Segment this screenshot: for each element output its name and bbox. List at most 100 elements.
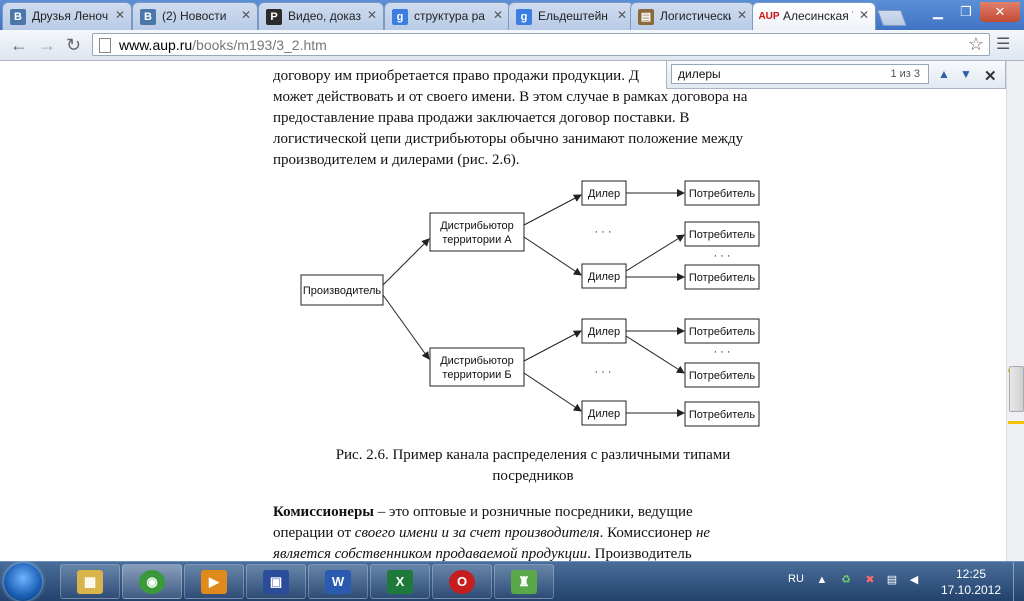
svg-text:Потребитель: Потребитель [689, 229, 755, 241]
floppy-disk-icon: ▣ [263, 570, 289, 594]
dealer-node-4: Дилер [581, 400, 627, 426]
google-icon: g [392, 9, 408, 25]
close-tab-icon[interactable]: ✕ [114, 8, 125, 22]
tab-2[interactable]: P Видео, доказ ✕ [258, 2, 384, 30]
new-tab-button[interactable] [877, 10, 907, 26]
close-tab-icon[interactable]: ✕ [240, 8, 251, 22]
article-paragraph-line: является собственником продаваемой проду… [273, 546, 692, 561]
distributor-a-node: Дистрибьютор территории А [429, 212, 525, 252]
bookmark-star-icon[interactable]: ☆ [967, 34, 984, 54]
article-line: договору им приобретается право продажи … [273, 68, 639, 84]
taskbar-app-media-player[interactable]: ▶ [184, 564, 244, 599]
tab-title: Видео, доказ [288, 9, 361, 23]
diagram-arrows [382, 189, 685, 417]
aup-logo-icon: AUP [758, 11, 780, 22]
book-icon: ▤ [638, 9, 654, 25]
svg-text:Дистрибьютор: Дистрибьютор [440, 355, 514, 367]
maximize-icon[interactable]: ❐ [960, 4, 972, 19]
excel-icon: X [387, 570, 413, 594]
url-text: www.aup.ru/books/m193/3_2.htm [119, 37, 327, 53]
consumer-node-2: Потребитель [684, 221, 760, 247]
svg-text:Потребитель: Потребитель [689, 409, 755, 421]
svg-text:территории А: территории А [442, 234, 512, 246]
clock-date: 17.10.2012 [940, 583, 1002, 597]
minimize-icon[interactable]: ▁ [933, 4, 943, 19]
taskbar-app-chrome[interactable]: ◉ [122, 564, 182, 599]
svg-text:Потребитель: Потребитель [689, 272, 755, 284]
article-line-clipped: — — — — — — — — — — — — — — — — — — — — … [273, 61, 793, 71]
tab-4[interactable]: g Ельдештейн Ю ✕ [508, 2, 634, 30]
ellipsis-dots: · · · [594, 366, 611, 378]
vk-icon: В [140, 9, 156, 25]
network-warning-icon[interactable]: ✖ [865, 574, 875, 586]
find-close-icon[interactable]: ✕ [984, 68, 997, 85]
consumer-node-6: Потребитель [684, 401, 760, 427]
close-tab-icon[interactable]: ✕ [858, 8, 869, 22]
vk-icon: В [10, 9, 26, 25]
clock[interactable]: 12:25 17.10.2012 [936, 566, 1006, 598]
forward-arrow-icon[interactable]: → [38, 35, 56, 55]
gadget-icon: ♜ [511, 570, 537, 594]
taskbar: ▦ ◉ ▶ ▣ W X O ♜ RU ▲ ♻ ✖ ▤ ◀ 12:25 17.10… [0, 561, 1024, 601]
distributor-b-node: Дистрибьютор территории Б [429, 347, 525, 387]
taskbar-app-explorer[interactable]: ▦ [60, 564, 120, 599]
svg-text:Дилер: Дилер [588, 408, 620, 420]
close-tab-icon[interactable]: ✕ [366, 8, 377, 22]
tab-5[interactable]: ▤ Логистически ✕ [630, 2, 754, 30]
show-hidden-icons-icon[interactable]: ▲ [816, 574, 828, 586]
taskbar-app-word[interactable]: W [308, 564, 368, 599]
reload-icon[interactable]: ↻ [66, 35, 82, 55]
svg-text:Производитель: Производитель [303, 285, 382, 297]
tab-title: Алесинская Т [783, 9, 853, 23]
tab-title: (2) Новости [162, 9, 227, 23]
consumer-node-1: Потребитель [684, 180, 760, 206]
tab-0[interactable]: В Друзья Леноч ✕ [2, 2, 132, 30]
folder-icon: ▦ [77, 570, 103, 594]
article-line: производителем и дилерами (рис. 2.6). [273, 152, 520, 168]
figure-caption: Рис. 2.6. Пример канала распределения с … [335, 447, 731, 463]
find-bar: дилеры 1 из 3 ▲ ▼ [666, 61, 1006, 89]
close-window-icon[interactable]: ✕ [980, 2, 1020, 22]
ellipsis-dots: · · · [713, 250, 730, 262]
taskbar-app-opera[interactable]: O [432, 564, 492, 599]
find-input[interactable]: дилеры 1 из 3 [671, 64, 929, 84]
address-bar[interactable]: www.aup.ru/books/m193/3_2.htm ☆ [92, 33, 990, 56]
tab-1[interactable]: В (2) Новости ✕ [132, 2, 258, 30]
article-line: логистической цепи дистрибьюторы обычно … [273, 131, 744, 147]
clock-time: 12:25 [955, 567, 987, 581]
figure-caption: посредников [492, 468, 574, 484]
scrollbar-thumb[interactable] [1009, 366, 1024, 412]
toolbar: ← → ↻ www.aup.ru/books/m193/3_2.htm ☆ ☰ [0, 30, 1024, 61]
producer-node: Производитель [300, 274, 384, 306]
close-tab-icon[interactable]: ✕ [492, 8, 503, 22]
taskbar-app-save[interactable]: ▣ [246, 564, 306, 599]
tab-6-active[interactable]: AUP Алесинская Т ✕ [752, 2, 876, 30]
find-match-marker [1008, 421, 1024, 424]
vertical-scrollbar[interactable] [1006, 61, 1024, 561]
tab-title: Друзья Леноч [32, 9, 109, 23]
language-indicator[interactable]: RU [788, 573, 804, 585]
tab-strip: В Друзья Леноч ✕ В (2) Новости ✕ P Видео… [0, 0, 1024, 30]
article-line: предоставление права продажи заключается… [273, 110, 690, 126]
ellipsis-dots: · · · [594, 226, 611, 238]
taskbar-app-gadget[interactable]: ♜ [494, 564, 554, 599]
dealer-node-1: Дилер [581, 180, 627, 206]
svg-text:Потребитель: Потребитель [689, 326, 755, 338]
close-tab-icon[interactable]: ✕ [616, 8, 627, 22]
close-tab-icon[interactable]: ✕ [736, 8, 747, 22]
show-desktop-button[interactable] [1013, 562, 1024, 601]
svg-text:Дилер: Дилер [588, 271, 620, 283]
media-player-icon: ▶ [201, 570, 227, 594]
sync-icon[interactable]: ♻ [841, 574, 851, 586]
svg-text:Дистрибьютор: Дистрибьютор [440, 220, 514, 232]
find-next-icon[interactable]: ▼ [960, 67, 972, 81]
tab-3[interactable]: g структура ра ✕ [384, 2, 510, 30]
windows-start-icon[interactable] [4, 563, 42, 601]
find-previous-icon[interactable]: ▲ [938, 67, 950, 81]
volume-icon[interactable]: ◀ [909, 574, 919, 586]
device-icon[interactable]: ▤ [886, 574, 898, 586]
taskbar-app-excel[interactable]: X [370, 564, 430, 599]
tab-title: Логистически [660, 9, 731, 23]
back-arrow-icon[interactable]: ← [10, 35, 28, 55]
menu-icon[interactable]: ☰ [996, 36, 1011, 53]
